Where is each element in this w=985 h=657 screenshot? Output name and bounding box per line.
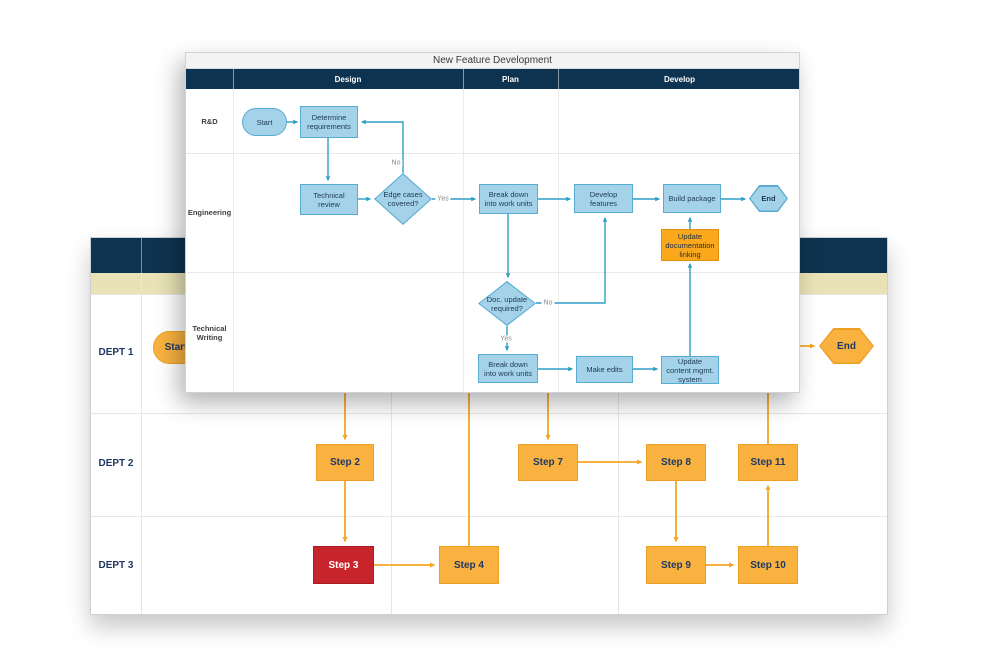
page-title: New Feature Development bbox=[186, 53, 799, 69]
fg-header-divider bbox=[233, 69, 234, 89]
fg-connectors bbox=[287, 119, 747, 372]
bg-connectors bbox=[342, 343, 816, 568]
fg-header-divider bbox=[558, 69, 559, 89]
step-8-node[interactable]: Step 8 bbox=[646, 444, 706, 481]
build-package-node[interactable]: Build package bbox=[663, 184, 721, 213]
fg-header-band bbox=[186, 69, 799, 89]
phase-header-develop: Develop bbox=[663, 74, 696, 84]
fg-column-gridline bbox=[463, 89, 464, 392]
bg-column-gridline bbox=[141, 273, 142, 614]
fg-start-node[interactable]: Start bbox=[242, 108, 287, 136]
bg-column-gridline bbox=[618, 273, 619, 614]
phase-header-design: Design bbox=[334, 74, 362, 84]
lane-label-dept-1: DEPT 1 bbox=[98, 347, 134, 358]
edge-label-yes: Yes bbox=[498, 335, 514, 343]
technical-review-node[interactable]: Technical review bbox=[300, 184, 358, 215]
bg-header-divider bbox=[141, 238, 142, 273]
edge-label-no: No bbox=[389, 159, 403, 167]
step-4-node[interactable]: Step 4 bbox=[439, 546, 499, 584]
bg-lane-divider bbox=[91, 413, 887, 414]
step-2-node[interactable]: Step 2 bbox=[316, 444, 374, 481]
lane-label-engineering: Engineering bbox=[187, 208, 232, 217]
step-9-node[interactable]: Step 9 bbox=[646, 546, 706, 584]
develop-features-node[interactable]: Develop features bbox=[574, 184, 633, 213]
bg-connector-layer bbox=[342, 343, 816, 568]
lane-label-technical-writing: Technical Writing bbox=[192, 324, 227, 343]
fg-column-gridline bbox=[558, 89, 559, 392]
fg-lane-divider bbox=[186, 153, 799, 154]
edge-label-no: No bbox=[541, 299, 555, 307]
break-down-work-units-writing-node[interactable]: Break down into work units bbox=[478, 354, 538, 383]
bg-lane-divider bbox=[91, 516, 887, 517]
step-3-node[interactable]: Step 3 bbox=[313, 546, 374, 584]
step-11-node[interactable]: Step 11 bbox=[738, 444, 798, 481]
lane-label-rnd: R&D bbox=[201, 117, 218, 126]
step-10-node[interactable]: Step 10 bbox=[738, 546, 798, 584]
step-7-node[interactable]: Step 7 bbox=[518, 444, 578, 481]
determine-requirements-node[interactable]: Determine requirements bbox=[300, 106, 358, 138]
phase-header-plan: Plan bbox=[502, 74, 519, 84]
update-documentation-linking-node[interactable]: Update documentation linking bbox=[661, 229, 719, 261]
lane-label-dept-3: DEPT 3 bbox=[98, 560, 134, 571]
fg-header-divider bbox=[463, 69, 464, 89]
make-edits-node[interactable]: Make edits bbox=[576, 356, 633, 383]
fg-connector-layer bbox=[287, 119, 747, 372]
feature-flowchart: New Feature Development Design Plan Deve… bbox=[185, 52, 800, 393]
fg-column-gridline bbox=[233, 89, 234, 392]
fg-lane-divider bbox=[186, 272, 799, 273]
bg-column-gridline bbox=[391, 273, 392, 614]
edge-label-yes: Yes bbox=[435, 195, 451, 203]
update-content-mgmt-node[interactable]: Update content mgmt. system bbox=[661, 356, 719, 384]
break-down-work-units-engineering-node[interactable]: Break down into work units bbox=[479, 184, 538, 214]
lane-label-dept-2: DEPT 2 bbox=[98, 458, 134, 469]
